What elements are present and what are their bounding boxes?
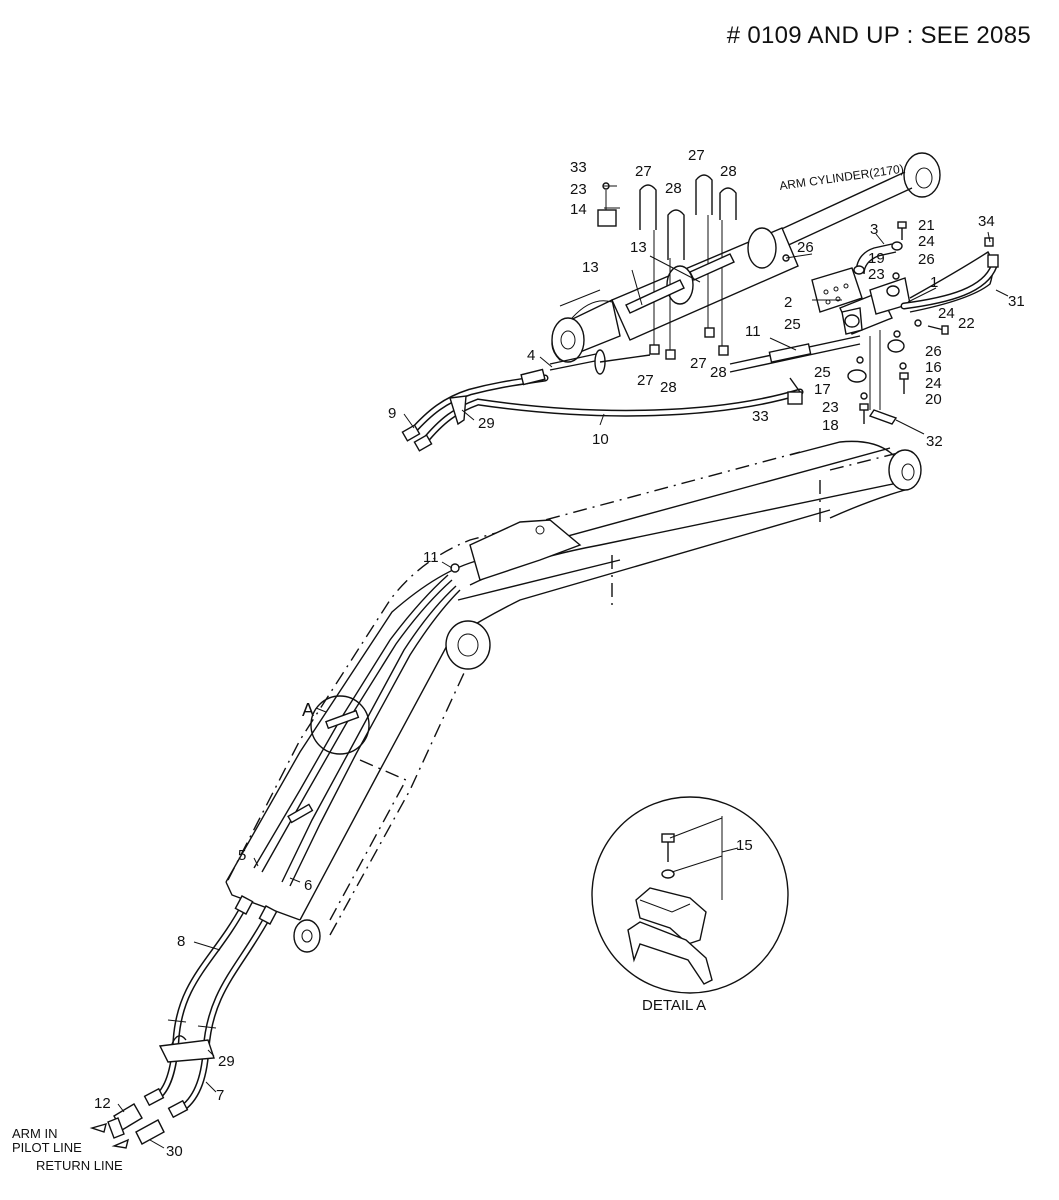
lower-hoses (89, 895, 278, 1149)
part-label: 27 (637, 372, 654, 389)
part-label: 8 (177, 933, 185, 950)
pilot-line-label: PILOT LINE (12, 1140, 82, 1155)
part-label: 27 (690, 355, 707, 372)
part-label: 29 (218, 1053, 235, 1070)
part-label: 28 (710, 364, 727, 381)
part-label: 20 (925, 391, 942, 408)
part-label: 11 (745, 323, 761, 340)
part-label: 32 (926, 433, 943, 450)
part-label: 16 (925, 359, 942, 376)
part-label: 25 (784, 316, 801, 333)
detail-a-marker (310, 695, 370, 755)
hose-31 (900, 237, 999, 313)
u-bolt-set (597, 174, 737, 360)
part-label: 24 (938, 305, 955, 322)
part-label: 26 (797, 239, 814, 256)
part-label: 4 (527, 347, 535, 364)
return-line-label: RETURN LINE (36, 1158, 123, 1173)
part-label: 18 (822, 417, 839, 434)
part-label: 10 (592, 431, 609, 448)
part-label: 21 (918, 217, 935, 234)
part-label: 13 (630, 239, 647, 256)
boom (225, 440, 922, 953)
part-label: 14 (570, 201, 587, 218)
detail-a-caption: DETAIL A (642, 997, 706, 1014)
part-label: 5 (238, 847, 246, 864)
part-label: 33 (570, 159, 587, 176)
part-label: 7 (216, 1087, 224, 1104)
part-label: 17 (814, 381, 831, 398)
part-label: 23 (868, 266, 885, 283)
arm-in-label: ARM IN (12, 1126, 58, 1141)
part-label: 13 (582, 259, 599, 276)
part-label: 23 (570, 181, 587, 198)
part-label: 29 (478, 415, 495, 432)
part-label: 33 (752, 408, 769, 425)
part-number-labels: 33 23 14 27 28 27 28 13 13 26 3 21 24 19… (94, 147, 1025, 1160)
part-label: 2 (784, 294, 792, 311)
part-label: 3 (870, 221, 878, 238)
part-label: 11 (423, 549, 439, 566)
part-label: 27 (688, 147, 705, 164)
upper-hoses (401, 335, 861, 452)
part-label: 34 (978, 213, 995, 230)
part-label: 1 (930, 274, 938, 291)
part-label: 31 (1008, 293, 1025, 310)
part-label: 28 (665, 180, 682, 197)
detail-a-letter: A (302, 700, 314, 720)
part-label: 23 (822, 399, 839, 416)
part-label: 15 (736, 837, 753, 854)
part-label: 30 (166, 1143, 183, 1160)
part-label: 26 (925, 343, 942, 360)
arm-cylinder-label: ARM CYLINDER(2170) (778, 162, 904, 193)
part-label: 27 (635, 163, 652, 180)
leader-lines (117, 185, 1009, 1149)
part-label: 22 (958, 315, 975, 332)
part-label: 19 (868, 250, 885, 267)
valve-block (782, 221, 949, 425)
part-label: 24 (918, 233, 935, 250)
part-label: 25 (814, 364, 831, 381)
header-note: # 0109 AND UP : SEE 2085 (726, 22, 1031, 49)
detail-a (591, 796, 789, 994)
part-label: 24 (925, 375, 942, 392)
arm-cylinder (551, 152, 941, 363)
part-label: 6 (304, 877, 312, 894)
part-label: 28 (660, 379, 677, 396)
part-label: 9 (388, 405, 396, 422)
part-label: 28 (720, 163, 737, 180)
part-label: 12 (94, 1095, 111, 1112)
part-label: 26 (918, 251, 935, 268)
